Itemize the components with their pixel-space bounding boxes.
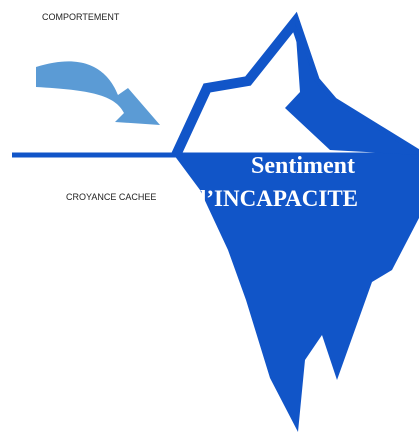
iceberg-title-line1: Sentiment	[251, 153, 355, 179]
iceberg-title-line2: l’INCAPACITE	[200, 186, 359, 211]
label-croyance-cachee: CROYANCE CACHEE	[66, 192, 157, 202]
label-comportement: COMPORTEMENT	[42, 12, 120, 22]
iceberg-tip-facet	[285, 22, 419, 155]
iceberg-underwater	[174, 155, 419, 432]
curved-arrow-icon	[36, 61, 160, 125]
